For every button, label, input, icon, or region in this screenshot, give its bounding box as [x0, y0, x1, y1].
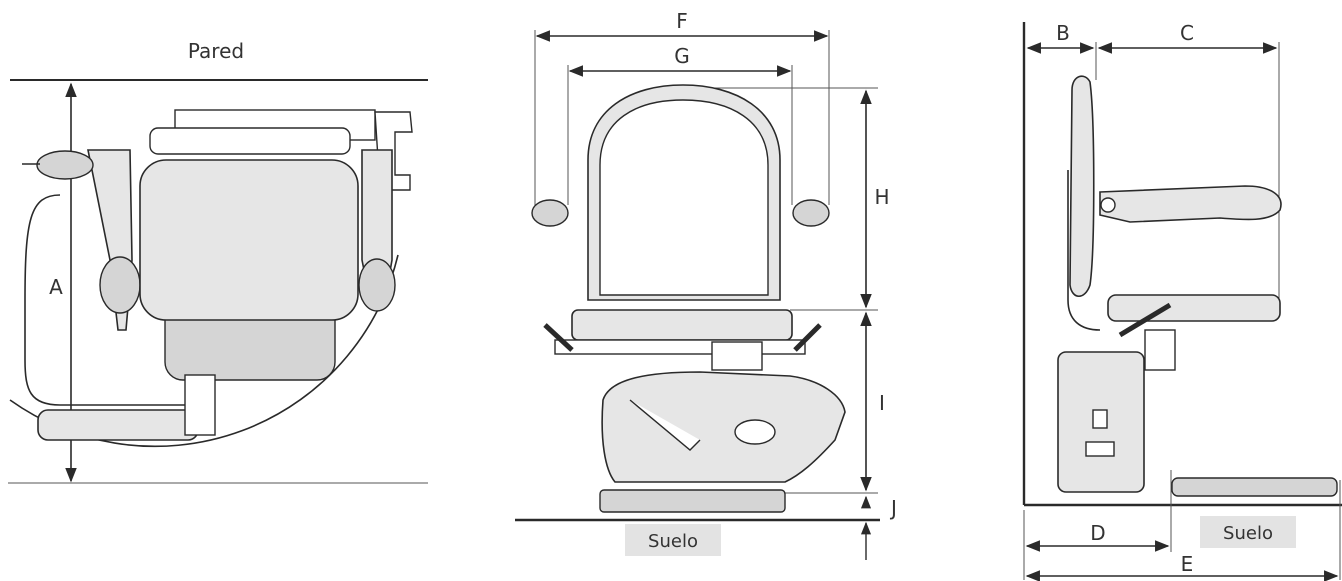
side-backrest	[1069, 75, 1095, 298]
dimension-c-label: C	[1180, 21, 1194, 45]
wall-label: Pared	[188, 39, 244, 63]
seat-cushion	[139, 159, 359, 321]
dimension-i-label: I	[879, 391, 885, 415]
armrest-pivot	[1100, 197, 1116, 213]
dimension-b-label: B	[1056, 21, 1070, 45]
footrest-hinge	[184, 374, 216, 436]
left-armrest-end	[531, 199, 569, 227]
side-column	[1144, 329, 1176, 371]
footrest	[37, 409, 199, 441]
swivel-column	[711, 341, 763, 371]
side-view: B C D E Suelo	[1022, 21, 1342, 581]
front-footrest	[599, 489, 786, 513]
dimension-h-label: H	[874, 185, 889, 209]
right-armrest-knob	[358, 258, 396, 312]
side-seat	[1107, 294, 1281, 322]
right-seat-handle	[793, 323, 822, 352]
side-floor-tag: Suelo	[1200, 516, 1296, 548]
front-floor-tag: Suelo	[625, 524, 721, 556]
chair-front-view	[531, 84, 846, 513]
dimension-d-label: D	[1090, 521, 1105, 545]
backrest-cushion	[599, 99, 769, 296]
left-armrest-knob	[99, 256, 141, 314]
seat-frame	[554, 339, 806, 355]
dimension-e-label: E	[1181, 552, 1194, 576]
dimension-g-label: G	[674, 44, 690, 68]
chair-top-view	[22, 109, 413, 441]
left-armrest-tip	[36, 150, 94, 180]
backrest-top	[149, 127, 351, 155]
carriage-indicator	[1092, 409, 1108, 429]
seat	[571, 309, 793, 341]
top-view: Pared A	[8, 39, 428, 484]
left-seat-handle	[543, 323, 574, 352]
carriage-light	[734, 419, 776, 445]
side-armrest	[1099, 185, 1282, 223]
side-back-frame	[1067, 170, 1101, 331]
right-armrest-end	[792, 199, 830, 227]
side-floor-tag-bg	[1200, 516, 1296, 548]
front-floor-tag-bg	[625, 524, 721, 556]
dimension-j-label: J	[889, 496, 897, 520]
carriage-body	[601, 371, 846, 483]
side-footrest	[1171, 477, 1338, 497]
front-floor-label: Suelo	[648, 531, 698, 552]
carriage-switch	[1085, 441, 1115, 457]
dimension-a-label: A	[49, 275, 63, 299]
side-seat-lever	[1118, 302, 1172, 338]
dimension-f-label: F	[676, 9, 688, 33]
footrest-loop	[24, 194, 185, 406]
side-floor-label: Suelo	[1223, 523, 1273, 544]
chair-side-view	[1057, 75, 1338, 497]
carriage-trim	[629, 399, 701, 451]
front-view: F G H I J Suelo	[515, 9, 897, 560]
